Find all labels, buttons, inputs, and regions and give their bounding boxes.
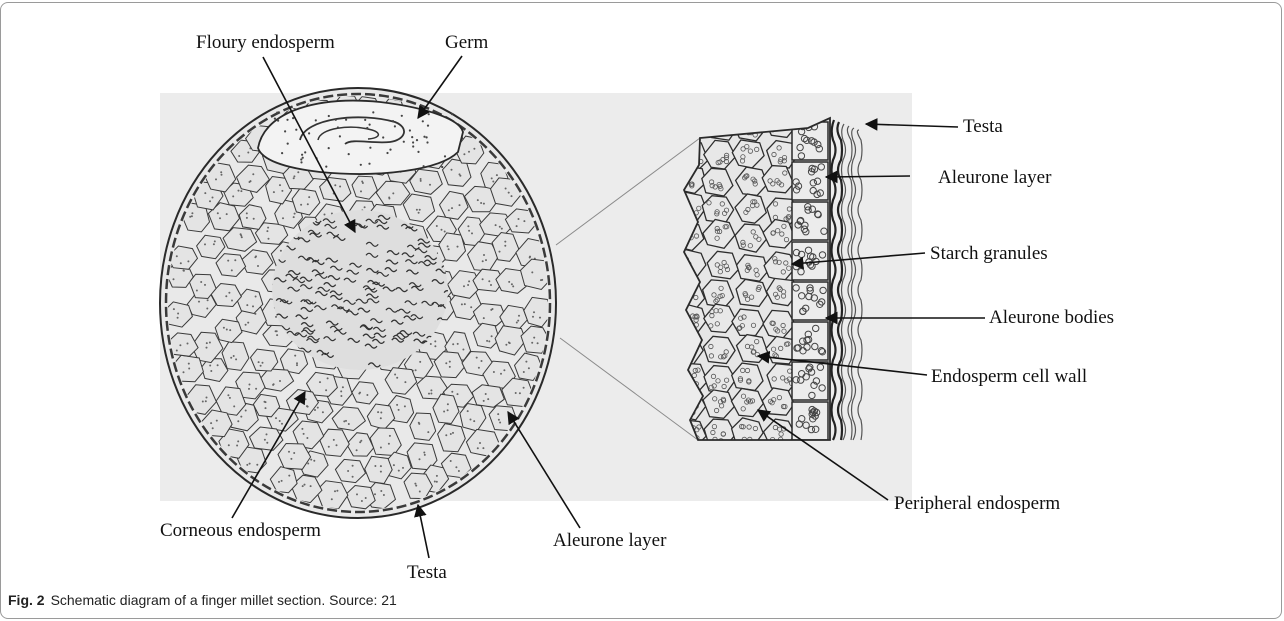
label-testa-right: Testa [963,116,1003,137]
leader-testa-bottom [418,505,429,558]
label-peripheral-endosperm: Peripheral endosperm [894,493,1060,514]
label-starch-granules: Starch granules [930,243,1048,264]
label-testa-bottom: Testa [407,562,447,583]
label-corneous-endosperm: Corneous endosperm [160,520,321,541]
leader-aleurone-layer-right [826,176,910,177]
label-aleurone-bodies: Aleurone bodies [989,307,1114,328]
label-floury-endosperm: Floury endosperm [196,32,335,53]
label-aleurone-layer-right: Aleurone layer [938,167,1052,188]
label-endosperm-cell-wall: Endosperm cell wall [931,366,1087,387]
germ [258,101,463,174]
figure-number: Fig. 2 [8,592,45,608]
grain-cross-section [160,88,556,518]
caption-text: Schematic diagram of a finger millet sec… [51,592,397,608]
label-germ: Germ [445,32,488,53]
label-aleurone-layer-bottom: Aleurone layer [553,530,667,551]
diagram-canvas: Floury endosperm Germ Corneous endosperm… [0,0,1284,590]
figure-caption: Fig. 2 Schematic diagram of a finger mill… [8,592,397,608]
